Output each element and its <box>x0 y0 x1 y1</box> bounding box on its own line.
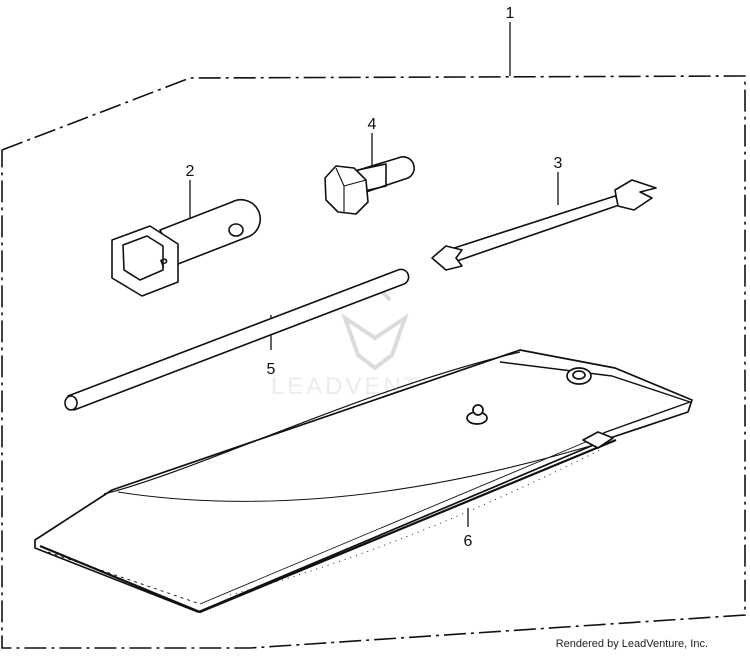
bar <box>64 268 410 411</box>
callout-4: 4 <box>368 116 377 133</box>
assembly-boundary <box>1 75 746 649</box>
callout-2: 2 <box>186 163 195 180</box>
open-end-wrench <box>431 179 657 271</box>
callout-5: 5 <box>267 361 276 378</box>
callout-1: 1 <box>506 5 515 22</box>
callout-3: 3 <box>554 155 563 172</box>
tool-bag <box>34 349 693 614</box>
render-credit: Rendered by LeadVenture, Inc. <box>555 638 708 650</box>
callout-6: 6 <box>464 533 473 550</box>
plug-wrench: P <box>111 199 262 297</box>
pin <box>324 156 415 215</box>
